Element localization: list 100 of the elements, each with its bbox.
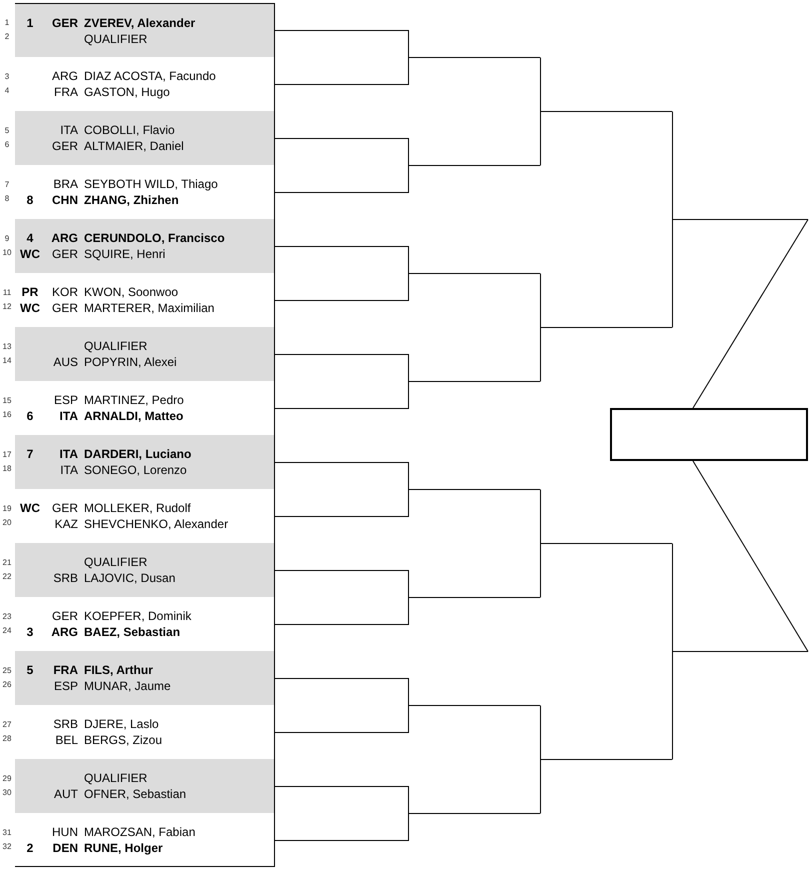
player-name: QUALIFIER: [84, 339, 148, 353]
country-code: DEN: [52, 841, 78, 855]
country-code: ITA: [60, 409, 78, 423]
bracket-line: [274, 57, 409, 85]
match-band: [15, 3, 275, 57]
player-name: RUNE, Holger: [84, 841, 163, 855]
player-name: OFNER, Sebastian: [84, 787, 186, 801]
country-code: ARG: [51, 625, 78, 639]
match-band: [15, 543, 275, 597]
bracket-line: [540, 327, 541, 382]
draw-number: 10: [2, 248, 12, 258]
player-name: SONEGO, Lorenzo: [84, 463, 187, 477]
winner-line: [540, 111, 672, 112]
bracket-line: [540, 57, 541, 112]
player-name: MAROZSAN, Fabian: [84, 825, 196, 839]
country-code: ESP: [54, 679, 78, 693]
winner-line: [408, 813, 540, 814]
country-code: GER: [52, 501, 78, 515]
seed-label: WC: [20, 247, 40, 261]
bracket-line: [692, 219, 808, 408]
bracket-line: [540, 489, 541, 544]
match-band: [15, 435, 275, 489]
bracket-line: [274, 570, 409, 598]
country-code: ITA: [60, 123, 78, 137]
match-band: [15, 759, 275, 813]
draw-number: 32: [2, 842, 12, 852]
player-name: POPYRIN, Alexei: [84, 355, 177, 369]
draw-number: 6: [4, 140, 10, 150]
country-code: BEL: [55, 733, 78, 747]
bracket-line: [540, 543, 541, 598]
bracket-line: [274, 246, 409, 274]
country-code: SRB: [53, 571, 78, 585]
bracket-line: [274, 705, 409, 733]
match-band: [15, 327, 275, 381]
draw-number: 16: [2, 410, 12, 420]
player-name: MUNAR, Jaume: [84, 679, 171, 693]
seed-label: 5: [26, 663, 34, 677]
draw-number: 18: [2, 464, 12, 474]
bracket-line: [540, 759, 541, 814]
draw-number: 17: [2, 450, 12, 460]
player-name: KOEPFER, Dominik: [84, 609, 192, 623]
final-box: [610, 408, 808, 461]
country-code: HUN: [52, 825, 78, 839]
match-band: [15, 813, 275, 867]
seed-label: WC: [20, 301, 40, 315]
bracket-line: [274, 354, 409, 382]
draw-number: 13: [2, 342, 12, 352]
winner-line: [540, 543, 672, 544]
seed-label: 2: [26, 841, 34, 855]
seed-label: 6: [26, 409, 34, 423]
seed-label: 4: [26, 231, 34, 245]
draw-number: 22: [2, 572, 12, 582]
country-code: KOR: [52, 285, 78, 299]
bracket-line: [274, 30, 409, 58]
draw-number: 1: [4, 18, 10, 28]
player-name: MARTINEZ, Pedro: [84, 393, 184, 407]
draw-number: 24: [2, 626, 12, 636]
country-code: GER: [52, 139, 78, 153]
player-name: SEYBOTH WILD, Thiago: [84, 177, 218, 191]
draw-number: 31: [2, 828, 12, 838]
country-code: KAZ: [54, 517, 78, 531]
country-code: CHN: [52, 193, 78, 207]
draw-number: 25: [2, 666, 12, 676]
winner-line: [672, 219, 808, 220]
winner-line: [540, 327, 672, 328]
country-code: SRB: [53, 717, 78, 731]
bracket-line: [672, 543, 673, 652]
winner-line: [408, 57, 540, 58]
bracket-line: [540, 111, 541, 166]
bracket-line: [540, 273, 541, 328]
draw-number: 26: [2, 680, 12, 690]
player-name: KWON, Soonwoo: [84, 285, 178, 299]
winner-line: [408, 705, 540, 706]
player-name: MOLLEKER, Rudolf: [84, 501, 191, 515]
country-code: GER: [52, 301, 78, 315]
bracket-line: [274, 813, 409, 841]
draw-number: 19: [2, 504, 12, 514]
seed-label: 7: [26, 447, 34, 461]
winner-line: [672, 651, 808, 652]
draw-number: 9: [4, 234, 10, 244]
player-name: ARNALDI, Matteo: [84, 409, 184, 423]
draw-number: 2: [4, 32, 10, 42]
country-code: ESP: [54, 393, 78, 407]
bracket-line: [672, 651, 673, 760]
draw-number: 12: [2, 302, 12, 312]
bracket-line: [672, 111, 673, 220]
bracket-line: [692, 460, 808, 652]
draw-number: 23: [2, 612, 12, 622]
country-code: ARG: [52, 69, 78, 83]
bracket-line: [540, 705, 541, 760]
winner-line: [408, 165, 540, 166]
player-name: BERGS, Zizou: [84, 733, 162, 747]
country-code: FRA: [54, 85, 78, 99]
country-code: BRA: [53, 177, 78, 191]
player-name: LAJOVIC, Dusan: [84, 571, 176, 585]
player-name: QUALIFIER: [84, 555, 148, 569]
country-code: ITA: [60, 447, 78, 461]
player-name: SHEVCHENKO, Alexander: [84, 517, 228, 531]
draw-number: 27: [2, 720, 12, 730]
match-band: [15, 651, 275, 705]
